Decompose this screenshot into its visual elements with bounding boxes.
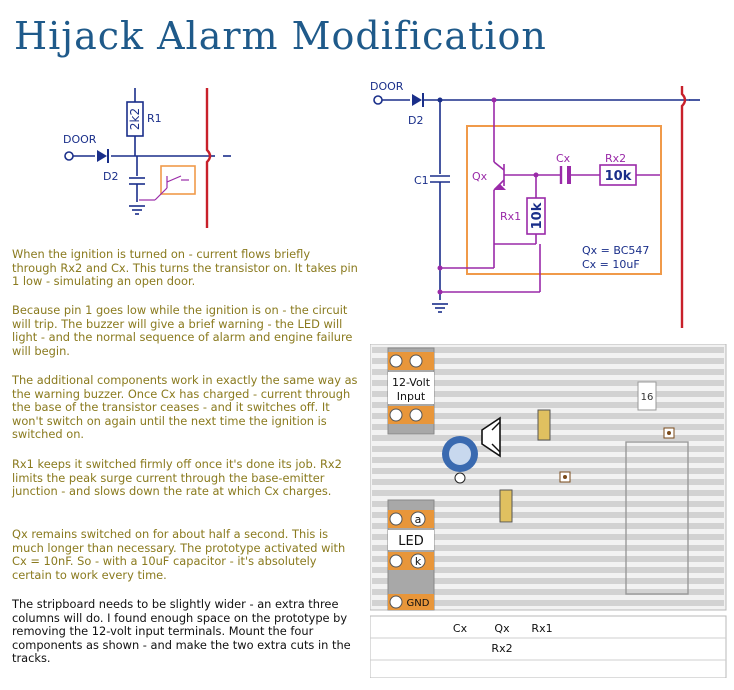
r1-value: 2k2 <box>128 108 142 130</box>
small-schematic: DOOR D2 2k2 R1 <box>63 88 231 228</box>
ic-pin-16: 16 <box>641 392 654 403</box>
table-label-rx1: Rx1 <box>531 622 552 635</box>
paragraph-additional-components: The additional components work in exactl… <box>12 373 358 442</box>
paragraph-rx1-rx2: Rx1 keeps it switched firmly off once it… <box>12 457 342 499</box>
stripboard: 12-Volt Input a k LED GND 16 Cx Qx Rx2 R… <box>370 344 727 678</box>
spec-qx: Qx = BC547 <box>582 244 649 257</box>
cx-label: Cx <box>556 152 571 165</box>
input-label-2: Input <box>397 390 426 403</box>
gnd-label: GND <box>407 598 430 609</box>
large-schematic: DOOR D2 C1 Qx Cx Rx2 10k Rx1 10k Qx = BC… <box>370 80 700 328</box>
r1-label: R1 <box>147 112 162 125</box>
input-label-1: 12-Volt <box>392 376 431 389</box>
table-label-rx2: Rx2 <box>491 642 512 655</box>
rx2-value: 10k <box>605 169 632 184</box>
qx-label: Qx <box>472 170 488 183</box>
paragraph-ignition: When the ignition is turned on - current… <box>12 247 358 289</box>
rx1-label: Rx1 <box>500 210 521 223</box>
table-label-cx: Cx <box>453 622 468 635</box>
c1-label: C1 <box>414 174 429 187</box>
led-label: LED <box>398 534 423 549</box>
paragraph-stripboard-note: The stripboard needs to be slightly wide… <box>12 597 351 666</box>
led-pin-a: a <box>415 513 422 526</box>
rx1-value: 10k <box>530 202 545 229</box>
led-pin-k: k <box>415 555 422 568</box>
paragraph-qx-timing: Qx remains switched on for about half a … <box>12 527 346 582</box>
table-label-qx: Qx <box>494 622 510 635</box>
door-label: DOOR <box>63 133 97 146</box>
paragraph-circuit-trip: Because pin 1 goes low while the ignitio… <box>12 303 353 358</box>
spec-cx: Cx = 10uF <box>582 258 640 271</box>
door-label: DOOR <box>370 80 404 93</box>
page-title: Hijack Alarm Modification <box>14 14 547 58</box>
diode-label: D2 <box>103 170 118 183</box>
diode-label: D2 <box>408 114 423 127</box>
rx2-label: Rx2 <box>605 152 626 165</box>
